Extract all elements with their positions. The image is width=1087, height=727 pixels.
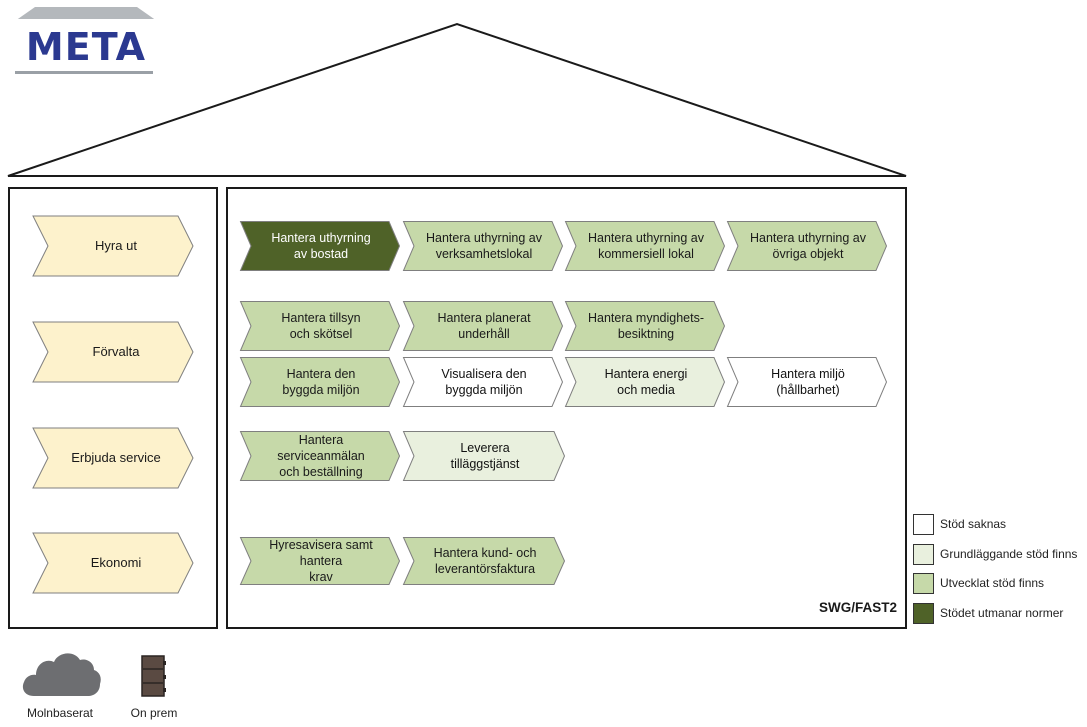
process-label: Hantera miljö (hållbarhet) [771,367,845,397]
legend-label: Utvecklat stöd finns [940,576,1045,590]
process-hantera-kund-leverantorsfaktura: Hantera kund- och leverantörsfaktura [402,537,566,585]
process-shape [402,301,564,351]
server-icon [141,655,166,697]
process-shape [402,537,566,585]
category-hyra-ut: Hyra ut [32,215,194,277]
process-label: Visualisera den byggda miljön [441,367,527,397]
process-label: Hantera den byggda miljön [282,367,360,397]
process-label: Hantera tillsyn och skötsel [281,311,361,341]
category-label: Förvalta [92,344,140,359]
process-shape [564,357,726,407]
logo-text: META [25,25,147,69]
process-hantera-miljo: Hantera miljö (hållbarhet) [726,357,888,407]
process-label: Hantera kund- och leverantörsfaktura [433,546,537,576]
process-label: Leverera tilläggstjänst [450,441,520,471]
process-shape [239,357,401,407]
process-shape [726,221,888,271]
process-label: Hantera serviceanmälan och beställning [277,433,365,479]
category-panel [8,187,218,629]
process-label: Hantera myndighets- besiktning [587,311,705,341]
logo-roof-icon [17,7,155,19]
process-visualisera-byggda-miljon: Visualisera den byggda miljön [402,357,564,407]
process-hantera-energi-media: Hantera energi och media [564,357,726,407]
legend-label: Stöd saknas [940,517,1007,531]
process-label: Hantera uthyrning av kommersiell lokal [587,231,705,261]
legend-item-dark: Stödet utmanar normer [913,601,1063,625]
cloud-label: Molnbaserat [26,706,94,720]
process-hantera-byggda-miljon: Hantera den byggda miljön [239,357,401,407]
house-roof [7,22,907,177]
process-hantera-uthyrning-verksamhetslokal: Hantera uthyrning av verksamhetslokal [402,221,564,271]
legend-item-basic: Grundläggande stöd finns [913,542,1077,566]
process-shape [239,537,401,585]
legend-item-none: Stöd saknas [913,512,1006,536]
category-label: Hyra ut [95,238,137,253]
process-hantera-uthyrning-ovriga-objekt: Hantera uthyrning av övriga objekt [726,221,888,271]
process-shape [239,301,401,351]
meta-logo: META [15,5,157,75]
process-panel [226,187,907,629]
legend-swatch [913,572,934,594]
process-shape [726,357,888,407]
legend-item-developed: Utvecklat stöd finns [913,571,1044,595]
category-label: Ekonomi [90,555,142,570]
legend-swatch [913,602,934,624]
process-shape [564,221,726,271]
category-label: Erbjuda service [71,450,161,465]
category-ekonomi: Ekonomi [32,532,194,594]
process-hantera-tillsyn-skotsel: Hantera tillsyn och skötsel [239,301,401,351]
process-leverera-tillaggstjanst: Leverera tilläggstjänst [402,431,566,481]
process-shape [402,431,566,481]
platform-label: SWG/FAST2 [818,600,897,615]
process-label: Hantera uthyrning av verksamhetslokal [425,231,543,261]
legend-label: Stödet utmanar normer [940,606,1064,620]
process-hantera-uthyrning-kommersiell-lokal: Hantera uthyrning av kommersiell lokal [564,221,726,271]
server-label: On prem [130,706,178,720]
process-shape [239,431,401,481]
process-shape [239,221,401,271]
process-label: Hantera uthyrning av övriga objekt [749,231,867,261]
process-label: Hantera energi och media [604,367,688,397]
process-hantera-myndighetsbesiktning: Hantera myndighets- besiktning [564,301,726,351]
process-hantera-uthyrning-bostad: Hantera uthyrning av bostad [239,221,401,271]
process-label: Hyresavisera samt hantera krav [269,538,373,584]
legend-swatch [913,543,934,565]
category-erbjuda-service: Erbjuda service [32,427,194,489]
process-label: Hantera planerat underhåll [437,311,531,341]
process-shape [402,357,564,407]
process-shape [564,301,726,351]
legend-label: Grundläggande stöd finns [940,547,1078,561]
cloud-icon [22,653,101,696]
process-hyresavisera: Hyresavisera samt hantera krav [239,537,401,585]
process-hantera-planerat-underhall: Hantera planerat underhåll [402,301,564,351]
process-hantera-serviceanmalan: Hantera serviceanmälan och beställning [239,431,401,481]
logo-underline [15,71,153,74]
category-forvalta: Förvalta [32,321,194,383]
process-shape [402,221,564,271]
process-label: Hantera uthyrning av bostad [271,231,371,261]
legend-swatch [913,513,934,535]
